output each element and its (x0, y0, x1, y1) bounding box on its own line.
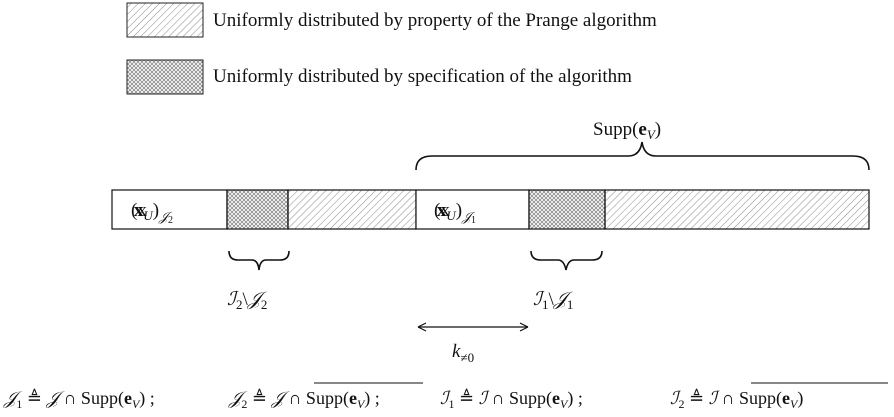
brace-bottom-left-label: ℐ2\𝒥2 (227, 289, 268, 312)
brace-bottom-left: ℐ2\𝒥2 (227, 250, 290, 312)
k-arrow-head-right (519, 322, 529, 332)
definition-j1: 𝒥1 ≜ 𝒥 ∩ Supp(eV) ; (3, 388, 155, 411)
k-arrow-head-left (417, 322, 427, 332)
legend-swatch-crosshatch (126, 59, 204, 95)
brace-top: Supp(eV) (415, 119, 870, 171)
brace-bottom-right-label: ℐ1\𝒥1 (533, 289, 574, 312)
k-arrow: k≠0 (417, 322, 529, 365)
definition-i1: ℐ1 ≜ ℐ ∩ Supp(eV) ; (440, 388, 583, 411)
brace-top-shape (415, 141, 870, 171)
definition-j2: 𝒥2 ≜ 𝒥 ∩ Supp(eV) ; (228, 388, 380, 411)
definitions-line: 𝒥1 ≜ 𝒥 ∩ Supp(eV) ; 𝒥2 ≜ 𝒥 ∩ Supp(eV) ; … (3, 382, 888, 411)
brace-bottom-left-shape (228, 250, 290, 271)
legend-label-specification: Uniformly distributed by specification o… (213, 66, 632, 87)
bar-label-xu-j1: (xxU)𝒥1 (434, 200, 476, 226)
brace-top-label: Supp(eV) (593, 119, 661, 142)
k-arrow-label: k≠0 (452, 341, 474, 365)
brace-bottom-right: ℐ1\𝒥1 (530, 250, 603, 312)
legend-item-specification: Uniformly distributed by specification o… (126, 59, 632, 95)
bar-segment-diagonal-right (604, 189, 870, 230)
legend: Uniformly distributed by property of the… (126, 2, 657, 95)
bar-segment-crosshatch-right (528, 189, 606, 230)
legend-item-prange: Uniformly distributed by property of the… (126, 2, 657, 38)
bar-label-xu-j2: (xxU)𝒥2 (131, 200, 173, 226)
legend-swatch-diagonal-hatch (126, 2, 204, 38)
bar-segment-diagonal-left (287, 189, 417, 230)
legend-label-prange: Uniformly distributed by property of the… (213, 10, 657, 31)
definition-i2: ℐ2 ≜ ℐ ∩ Supp(eV) (670, 388, 803, 411)
vector-bar: (xxU)𝒥2 (xxU)𝒥1 (111, 189, 870, 230)
brace-bottom-right-shape (530, 250, 603, 271)
bar-segment-xu-j2 (111, 189, 228, 230)
bar-segment-xu-j1 (415, 189, 530, 230)
bar-segment-crosshatch-left (226, 189, 289, 230)
